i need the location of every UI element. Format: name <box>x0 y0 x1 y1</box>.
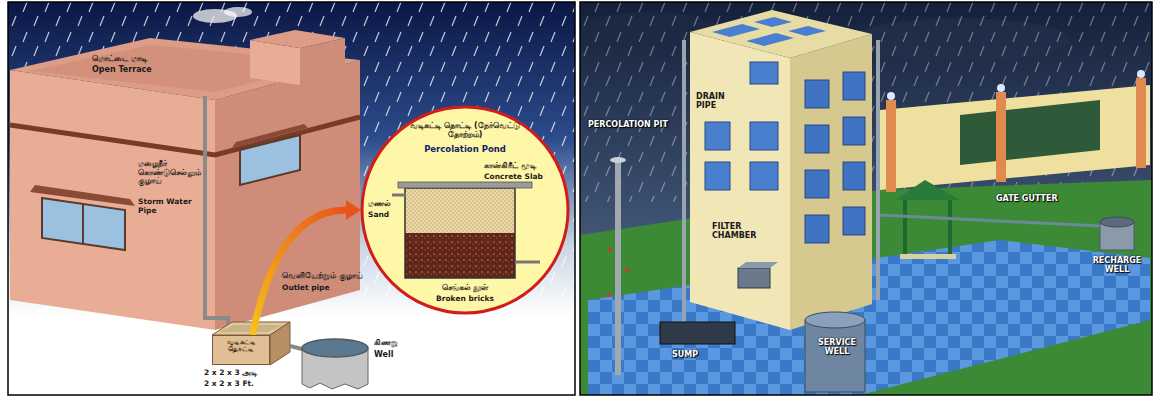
part-label: Outlet pipe <box>282 284 364 293</box>
part-label: வெளியேற்றும் குழாய் <box>282 272 364 281</box>
part-label: FILTER CHAMBER <box>712 222 774 240</box>
part-label: Well <box>374 350 424 359</box>
part-label: Open Terrace <box>92 65 182 74</box>
part-label: PERCOLATION PIT <box>588 120 668 129</box>
section-label: Concrete Slab <box>484 173 552 182</box>
section-label: மணல் <box>368 200 402 209</box>
part-label: 2 x 2 x 3 அடி <box>204 369 294 378</box>
box-label: வடிகட்டி தொட்டி <box>215 339 267 354</box>
arrow-head <box>346 200 361 220</box>
part-label: மொட்டை மாடி <box>92 54 182 63</box>
section-label: Broken bricks <box>400 295 530 304</box>
section-label: வடிகட்டி தொட்டி (நேர்வெட்டு தோற்றம்) <box>408 121 522 139</box>
part-label: கிணறு <box>374 338 424 347</box>
part-label: DRAIN PIPE <box>696 92 746 110</box>
flow-arrow <box>253 200 361 335</box>
part-label: மழைநீர் கொண்டுசெல்லும் குழாய் <box>138 160 198 186</box>
part-label: SERVICE WELL <box>806 338 868 356</box>
section-label: செங்கல் தூள் <box>400 284 530 293</box>
part-label: SUMP <box>672 350 722 359</box>
part-label: Storm Water Pipe <box>138 198 198 215</box>
section-label: Sand <box>368 211 402 220</box>
part-label: GATE GUTTER <box>996 194 1076 203</box>
part-label: 2 x 2 x 3 Ft. <box>204 380 294 389</box>
filter-box: வடிகட்டி தொட்டி <box>212 335 270 365</box>
section-circle: வடிகட்டி தொட்டி (நேர்வெட்டு தோற்றம்) Perc… <box>360 105 570 315</box>
section-label: கான்கிரீட் மூடி <box>484 162 552 171</box>
section-label: Percolation Pond <box>400 145 530 155</box>
part-label: RECHARGE WELL <box>1086 256 1148 274</box>
